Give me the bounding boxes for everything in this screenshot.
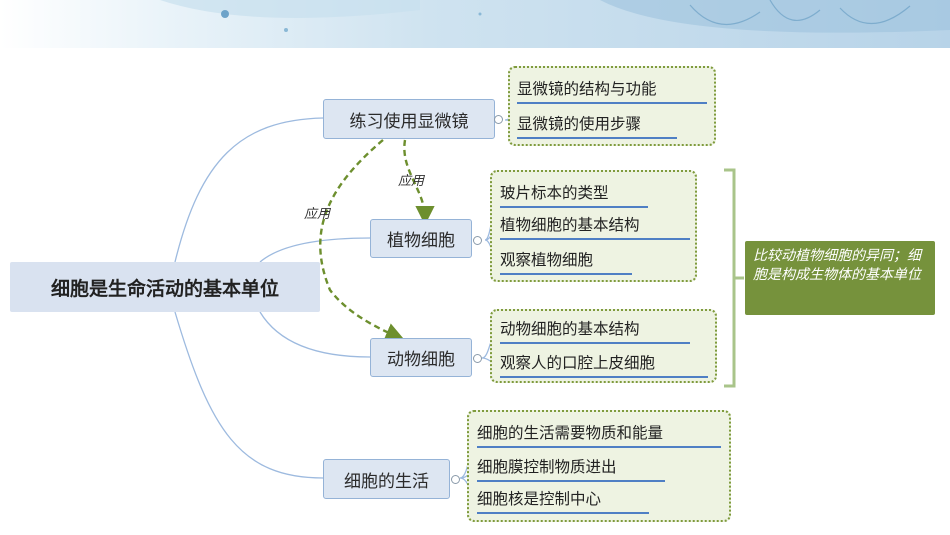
leaf-nucleus[interactable]: 细胞核是控制中心 xyxy=(477,488,649,514)
branch-cell-life-label: 细胞的生活 xyxy=(344,471,429,492)
apply-arrow-animal xyxy=(319,139,405,342)
link-root-life xyxy=(174,311,324,479)
leaf-animal-structure[interactable]: 动物细胞的基本结构 xyxy=(500,318,690,344)
branch-animal-cell-label: 动物细胞 xyxy=(387,350,455,370)
branch-plant-cell-label: 植物细胞 xyxy=(387,231,455,251)
leaf-slide-types[interactable]: 玻片标本的类型 xyxy=(500,182,648,208)
leaf-microscope-steps[interactable]: 显微镜的使用步骤 xyxy=(517,113,677,139)
root-label: 细胞是生命活动的基本单位 xyxy=(50,277,279,300)
leaf-observe-plant[interactable]: 观察植物细胞 xyxy=(500,249,632,275)
link-root-microscope xyxy=(174,117,324,263)
leaf-observe-cheek[interactable]: 观察人的口腔上皮细胞 xyxy=(500,352,708,378)
leaf-microscope-structure[interactable]: 显微镜的结构与功能 xyxy=(517,78,707,104)
group-microscope xyxy=(508,66,716,146)
apply-arrow-plant xyxy=(403,139,435,226)
group-plant-cell xyxy=(490,170,697,282)
branch-animal-cell[interactable]: 动物细胞 xyxy=(370,338,472,377)
collapse-life-icon[interactable] xyxy=(451,475,460,484)
root-node[interactable]: 细胞是生命活动的基本单位 xyxy=(10,262,320,312)
group-cell-life xyxy=(467,410,731,522)
collapse-animal-icon[interactable] xyxy=(473,354,482,363)
leaf-matter-energy[interactable]: 细胞的生活需要物质和能量 xyxy=(477,422,721,448)
summary-bracket xyxy=(724,168,744,388)
summary-callout[interactable]: 比较动植物细胞的异同；细胞是构成生物体的基本单位 xyxy=(745,241,935,315)
branch-microscope-label: 练习使用显微镜 xyxy=(349,111,469,132)
collapse-microscope-icon[interactable] xyxy=(494,115,503,124)
header-banner xyxy=(0,0,950,48)
branch-plant-cell[interactable]: 植物细胞 xyxy=(370,219,472,258)
apply-label-plant: 应用 xyxy=(398,174,425,189)
link-root-plant xyxy=(259,237,371,263)
branch-cell-life[interactable]: 细胞的生活 xyxy=(323,459,450,499)
collapse-plant-icon[interactable] xyxy=(473,236,482,245)
branch-microscope[interactable]: 练习使用显微镜 xyxy=(323,99,495,139)
group-animal-cell xyxy=(490,309,717,383)
leaf-membrane[interactable]: 细胞膜控制物质进出 xyxy=(477,456,665,482)
leaf-plant-structure[interactable]: 植物细胞的基本结构 xyxy=(500,214,690,240)
apply-label-animal: 应用 xyxy=(304,207,331,222)
link-root-animal xyxy=(259,311,371,358)
